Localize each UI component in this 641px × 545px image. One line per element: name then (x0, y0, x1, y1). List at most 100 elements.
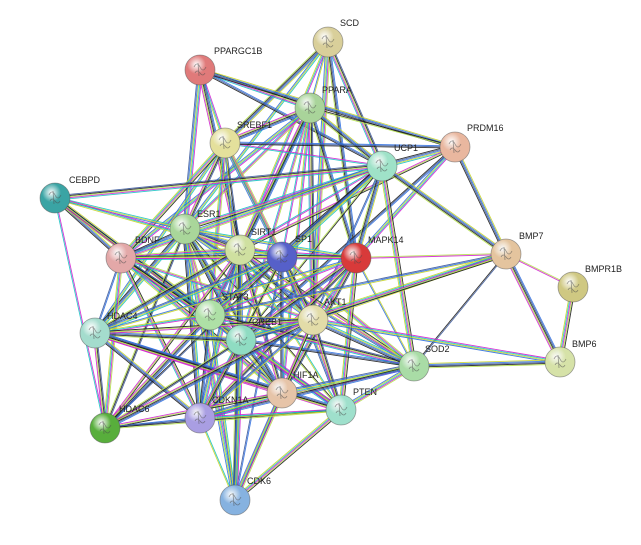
node-sphere[interactable] (297, 304, 329, 336)
node-bmp6[interactable]: BMP6 (544, 339, 597, 378)
node-label: SOD2 (425, 344, 450, 354)
node-sirt1[interactable]: SIRT1 (224, 227, 276, 266)
node-ppara[interactable]: PPARA (294, 85, 352, 124)
node-sphere[interactable] (89, 412, 121, 444)
edge-line (199, 249, 241, 419)
edge-line (281, 363, 414, 392)
edge-mapk14-hdac4 (94, 257, 357, 334)
node-sphere[interactable] (325, 394, 357, 426)
edge-line (233, 407, 340, 499)
edge-line (183, 229, 200, 419)
edge-line (119, 141, 225, 258)
node-cdk6[interactable]: CDK6 (219, 476, 271, 516)
node-bmpr1b[interactable]: BMPR1B (557, 264, 622, 303)
node-sphere[interactable] (184, 402, 216, 434)
node-sphere[interactable] (544, 346, 576, 378)
node-sphere[interactable] (266, 377, 298, 409)
edge-line (200, 69, 456, 147)
edge-line (106, 258, 124, 429)
edge-line (236, 340, 244, 501)
edge-line (329, 41, 359, 258)
node-bmp7[interactable]: BMP7 (490, 231, 544, 270)
edge-line (507, 252, 563, 362)
node-sphere[interactable] (557, 271, 589, 303)
edge-line (224, 142, 456, 148)
edge-line (200, 367, 415, 421)
edge-line (93, 333, 200, 420)
node-sphere[interactable] (439, 131, 471, 163)
node-sphere[interactable] (266, 241, 298, 273)
edge-line (281, 107, 310, 257)
node-hif1a[interactable]: HIF1A (266, 370, 319, 409)
edge-line (184, 229, 356, 260)
protein-structure-icon (98, 420, 112, 435)
edge-line (210, 314, 314, 320)
node-sphere[interactable] (225, 324, 257, 356)
edge-hdac4-hdac6 (92, 332, 108, 429)
node-sphere[interactable] (105, 242, 137, 274)
edge-line (505, 253, 561, 363)
edge-line (210, 254, 507, 317)
node-bdnf[interactable]: BDNF (105, 235, 160, 274)
edge-line (280, 257, 414, 368)
edge-line (93, 247, 240, 332)
node-scd[interactable]: SCD (312, 18, 360, 58)
edge-line (239, 249, 357, 259)
node-sphere[interactable] (224, 234, 256, 266)
node-creb1[interactable]: CREB1 (225, 317, 282, 356)
edge-ucp1-sod2 (379, 165, 417, 367)
node-sphere[interactable] (184, 54, 216, 86)
node-esr1[interactable]: ESR1 (169, 209, 221, 245)
node-pten[interactable]: PTEN (325, 387, 377, 426)
edge-sod2-bmp6 (413, 359, 561, 369)
node-sphere[interactable] (209, 127, 241, 159)
node-akt1[interactable]: AKT1 (297, 297, 347, 336)
node-sp1[interactable]: SP1 (266, 234, 312, 273)
edge-mapk14-stat3 (209, 256, 357, 317)
node-sod2[interactable]: SOD2 (398, 344, 450, 382)
edge-sp1-hdac6 (104, 256, 283, 429)
node-sphere[interactable] (39, 182, 71, 214)
edge-line (104, 257, 121, 428)
node-ucp1[interactable]: UCP1 (366, 143, 418, 182)
node-hdac4[interactable]: HDAC4 (79, 311, 138, 349)
edge-line (105, 257, 283, 429)
node-label: UCP1 (394, 143, 418, 153)
node-sphere[interactable] (366, 150, 398, 182)
protein-structure-icon (218, 135, 232, 150)
node-stat3[interactable]: STAT3 (194, 292, 249, 331)
edge-line (240, 339, 415, 367)
node-sphere[interactable] (340, 242, 372, 274)
node-label: STAT3 (222, 292, 249, 302)
node-label: PPARGC1B (214, 46, 262, 56)
node-hdac6[interactable]: HDAC6 (89, 404, 150, 444)
node-srebf1[interactable]: SREBF1 (209, 120, 272, 159)
edge-line (103, 228, 185, 428)
node-prdm16[interactable]: PRDM16 (439, 123, 504, 163)
node-sphere[interactable] (312, 26, 344, 58)
edge-prdm16-bmp7 (453, 146, 508, 255)
node-cdkn1a[interactable]: CDKN1A (184, 395, 249, 434)
edge-line (95, 257, 283, 334)
node-label: PRDM16 (467, 123, 504, 133)
node-mapk14[interactable]: MAPK14 (340, 235, 404, 274)
edge-line (283, 167, 384, 259)
node-sphere[interactable] (219, 484, 251, 516)
node-sphere[interactable] (294, 92, 326, 124)
edge-line (239, 250, 356, 260)
edge-stat3-hdac6 (103, 313, 212, 430)
node-sphere[interactable] (79, 317, 111, 349)
node-ppargc1b[interactable]: PPARGC1B (184, 46, 262, 86)
edge-line (94, 249, 241, 334)
node-sphere[interactable] (490, 238, 522, 270)
node-sphere[interactable] (398, 350, 430, 382)
edge-line (310, 320, 340, 411)
edge-line (240, 248, 357, 258)
edge-line (381, 166, 506, 256)
node-sphere[interactable] (194, 299, 226, 331)
node-cebpd[interactable]: CEBPD (39, 175, 101, 214)
protein-structure-icon (448, 139, 462, 154)
edge-line (282, 108, 311, 258)
edge-srebf1-prdm16 (224, 141, 456, 149)
node-sphere[interactable] (169, 213, 201, 245)
